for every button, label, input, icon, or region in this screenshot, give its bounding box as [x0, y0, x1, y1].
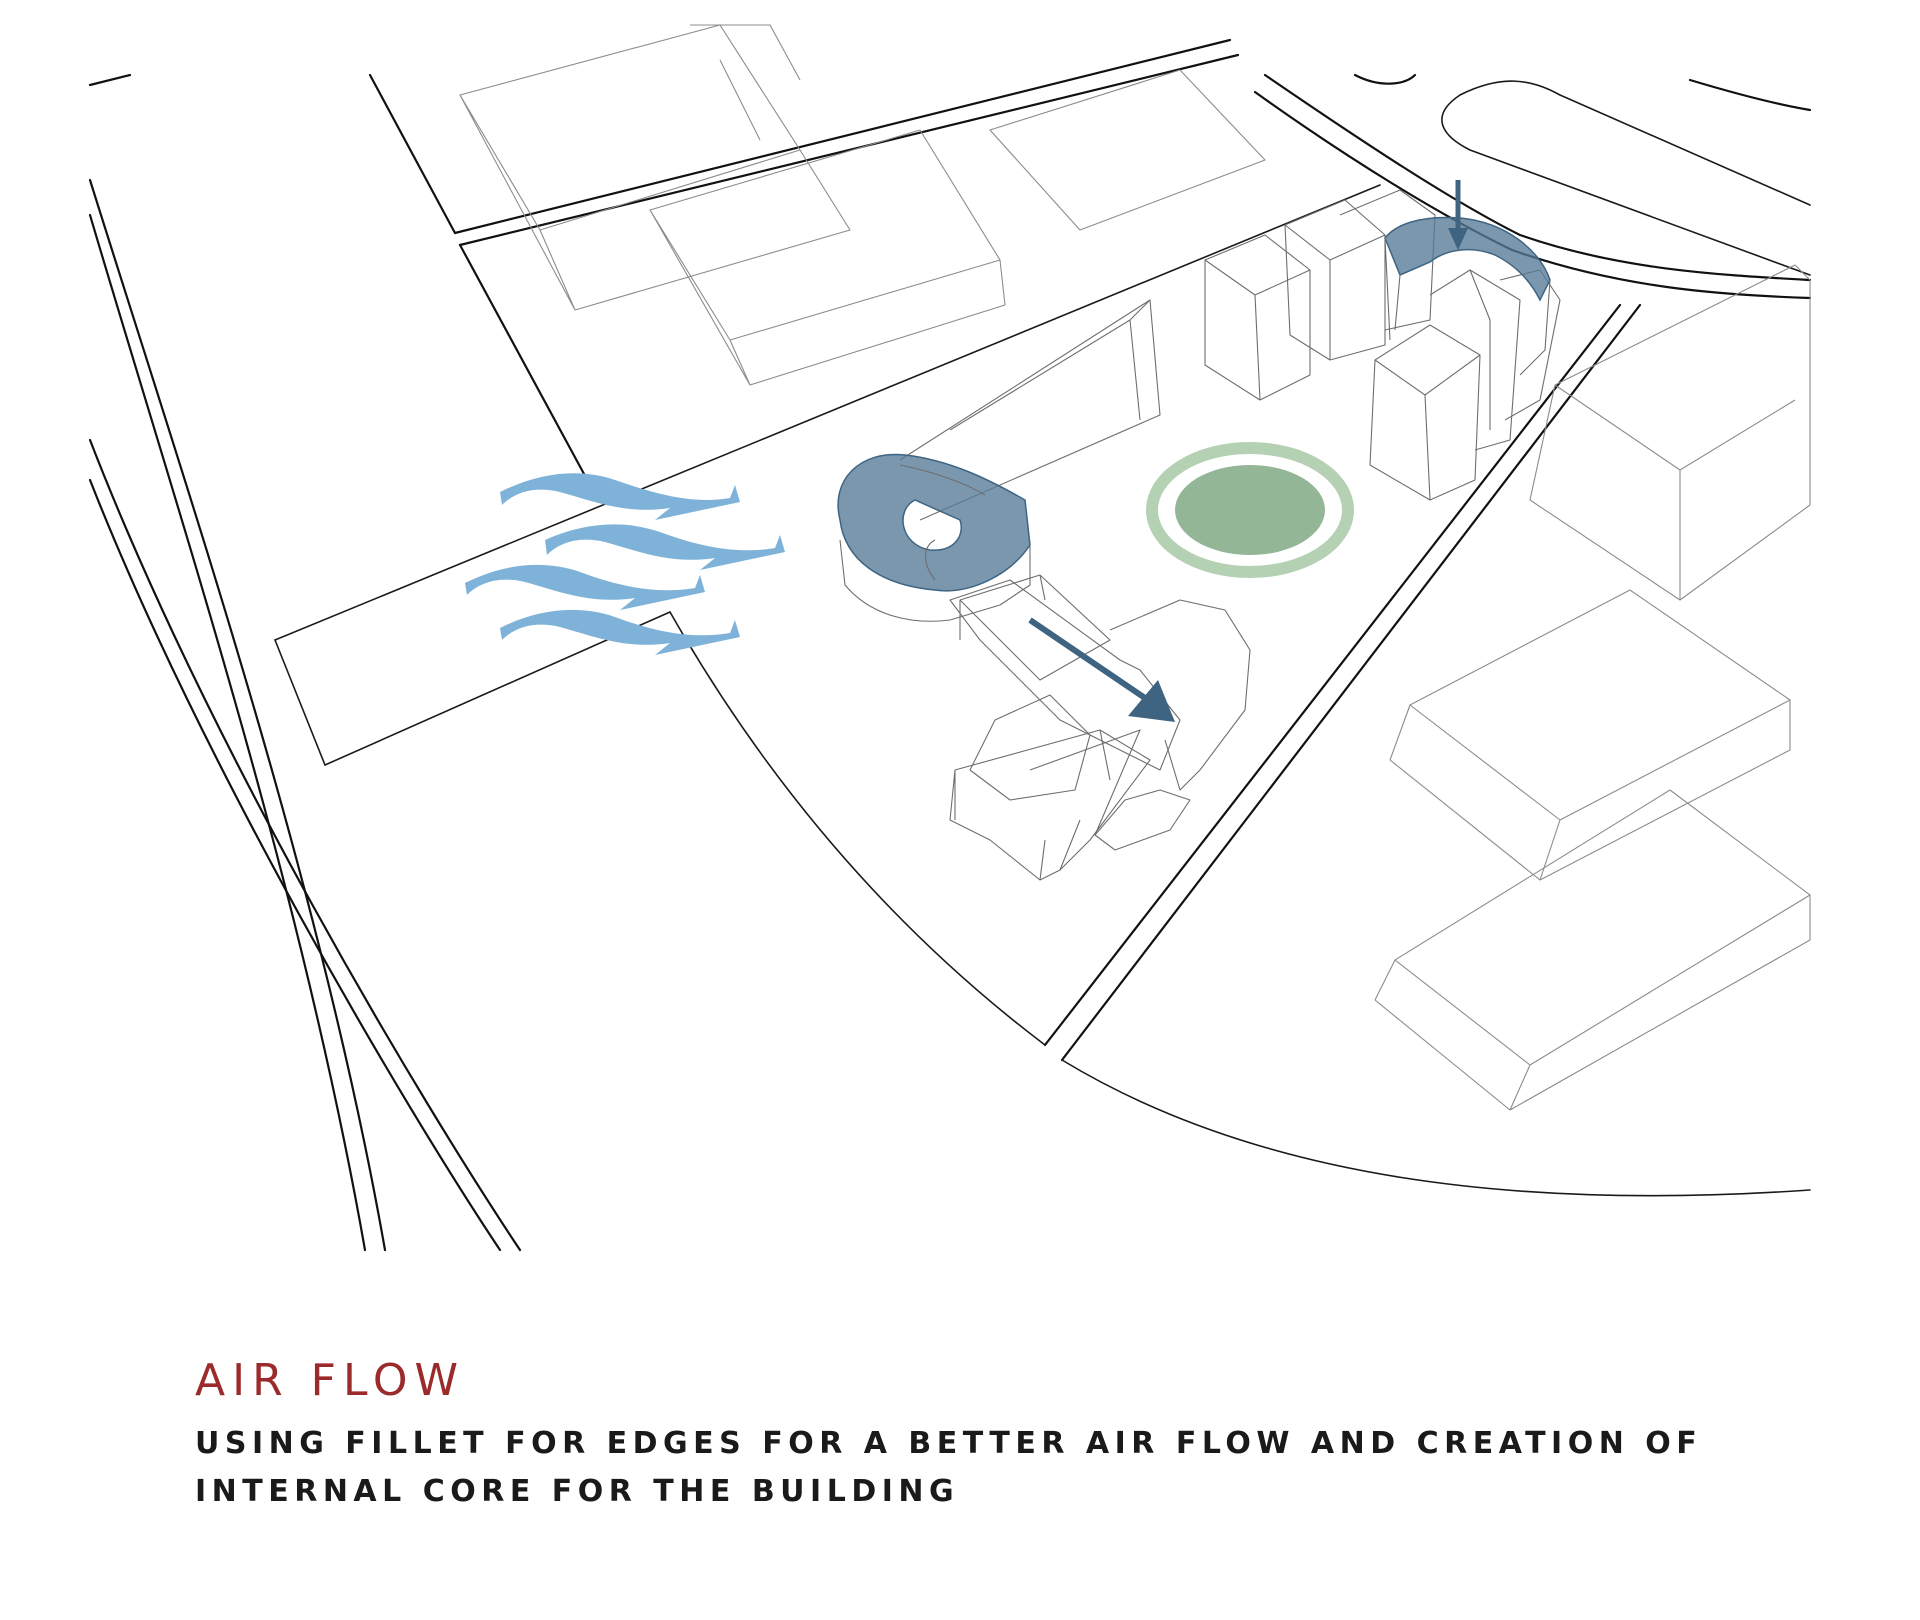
wind-arrow-3	[465, 564, 705, 610]
wind-arrows	[465, 473, 785, 655]
core-ring	[1146, 442, 1354, 578]
caption-line-1: USING FILLET FOR EDGES FOR A BETTER AIR …	[195, 1426, 1703, 1461]
site-towers	[1204, 189, 1561, 501]
internal-flow-arrows	[1028, 180, 1468, 722]
main-building-bar	[899, 299, 1161, 521]
diagonal-flow-arrow-head	[1128, 680, 1175, 722]
context-buildings-top	[459, 24, 1266, 386]
diagonal-flow-arrow-shaft	[1028, 617, 1147, 701]
core-fill	[1175, 465, 1325, 555]
top-left-edge-stroke	[88, 73, 132, 87]
lower-building-cluster	[949, 579, 1251, 881]
northeast-fillet-ring	[1384, 216, 1551, 376]
vertical-flow-arrow-head	[1448, 228, 1468, 250]
connector-block	[959, 574, 1111, 681]
central-plot-boundary	[669, 303, 1642, 1062]
caption-line-2: INTERNAL CORE FOR THE BUILDING	[195, 1474, 960, 1509]
caption-title: AIR FLOW	[195, 1355, 466, 1406]
wind-arrow-1	[500, 473, 740, 520]
caption-description: USING FILLET FOR EDGES FOR A BETTER AIR …	[195, 1420, 1855, 1516]
wind-arrow-2	[545, 524, 785, 570]
central-core	[1146, 442, 1354, 578]
west-fillet-ring	[837, 453, 1031, 622]
wind-arrow-4	[500, 609, 740, 655]
left-curved-road	[88, 178, 522, 1252]
context-buildings-right	[1374, 264, 1811, 1111]
top-street-strip	[368, 38, 1240, 487]
air-flow-site-diagram	[88, 24, 1812, 1252]
right-plot-boundary	[1061, 1059, 1811, 1197]
